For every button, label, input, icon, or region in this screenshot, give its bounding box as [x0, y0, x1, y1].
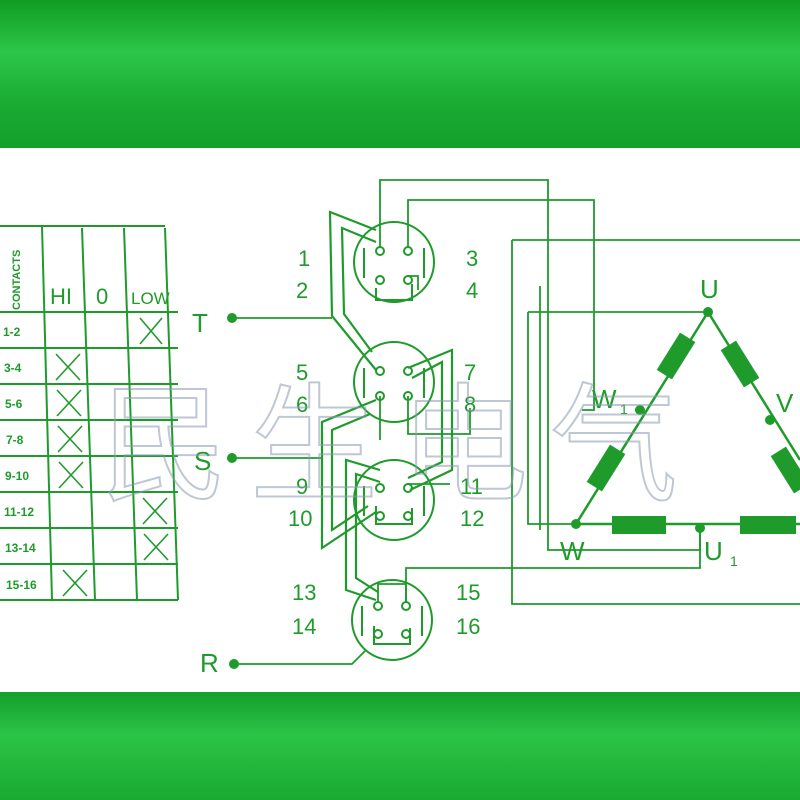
terminal-s-label: S — [194, 446, 211, 476]
contact-number: 8 — [464, 392, 476, 417]
table-col-low: LOW — [131, 289, 170, 308]
contact-number: 2 — [296, 278, 308, 303]
motor-label-w1-sub: 1 — [620, 401, 628, 417]
table-header-contacts: CONTACTS — [11, 250, 23, 310]
top-green-band — [0, 0, 800, 148]
motor-label-w1: W — [592, 384, 617, 414]
x-mark-7-8-hi — [57, 425, 83, 453]
contact-number: 16 — [456, 614, 480, 639]
x-mark-5-6-hi — [56, 389, 82, 417]
cam-linkage — [320, 210, 454, 602]
row-label: 11-12 — [4, 505, 34, 519]
table-col-hi: HI — [50, 284, 72, 309]
wiring-lines — [232, 179, 800, 665]
contact-number: 12 — [460, 506, 484, 531]
motor-label-w: W — [560, 536, 585, 566]
bottom-green-band — [0, 692, 800, 800]
node-u — [703, 307, 713, 317]
contact-block-9-12 — [353, 459, 435, 541]
x-mark-3-4-hi — [55, 353, 81, 381]
contact-table-grid — [0, 225, 179, 601]
row-label: 7-8 — [6, 433, 24, 447]
terminal-t-dot — [227, 313, 237, 323]
x-mark-11-12-low — [142, 497, 168, 525]
row-label: 5-6 — [5, 397, 23, 411]
motor-label-u1: U — [704, 536, 723, 566]
contact-number: 1 — [298, 246, 310, 271]
contact-number: 7 — [464, 360, 476, 385]
terminal-r-label: R — [200, 648, 219, 678]
contact-number: 6 — [296, 392, 308, 417]
contact-number: 10 — [288, 506, 312, 531]
connection-nodes — [227, 307, 775, 669]
terminal-r-dot — [229, 659, 239, 669]
contact-number: 5 — [296, 360, 308, 385]
row-label: 13-14 — [5, 541, 36, 555]
contact-number: 15 — [456, 580, 480, 605]
x-mark-9-10-hi — [58, 461, 84, 489]
contact-table-marks — [55, 317, 169, 597]
row-label: 3-4 — [4, 361, 22, 375]
contact-number: 13 — [292, 580, 316, 605]
contact-number: 14 — [292, 614, 316, 639]
node-v — [765, 415, 775, 425]
node-w — [571, 519, 581, 529]
contact-block-1-4 — [353, 221, 435, 303]
node-w1 — [635, 405, 645, 415]
contact-numbers: 1 2 3 4 5 6 7 8 9 10 11 12 13 14 15 16 — [288, 246, 484, 639]
contact-number: 11 — [460, 474, 483, 499]
motor-labels: U V W W 1 U 1 — [560, 274, 794, 569]
x-mark-13-14-low — [143, 533, 169, 561]
contact-number: 3 — [466, 246, 478, 271]
motor-label-v: V — [776, 388, 794, 418]
contact-number: 9 — [296, 474, 308, 499]
x-mark-1-2-low — [139, 317, 163, 345]
contact-block-13-16 — [351, 579, 433, 661]
row-label: 15-16 — [6, 578, 37, 592]
watermark-text: 民生电气 — [100, 372, 700, 521]
x-mark-15-16-hi — [62, 569, 88, 597]
row-label: 9-10 — [5, 469, 29, 483]
node-u1 — [695, 523, 705, 533]
table-row-labels: 1-2 3-4 5-6 7-8 9-10 11-12 13-14 15-16 — [3, 325, 37, 592]
row-label: 1-2 — [3, 325, 21, 339]
contact-number: 4 — [466, 278, 478, 303]
motor-label-u: U — [700, 274, 719, 304]
terminal-t-label: T — [192, 308, 208, 338]
table-col-off: 0 — [96, 284, 108, 309]
motor-label-u1-sub: 1 — [730, 553, 738, 569]
terminal-s-dot — [227, 453, 237, 463]
